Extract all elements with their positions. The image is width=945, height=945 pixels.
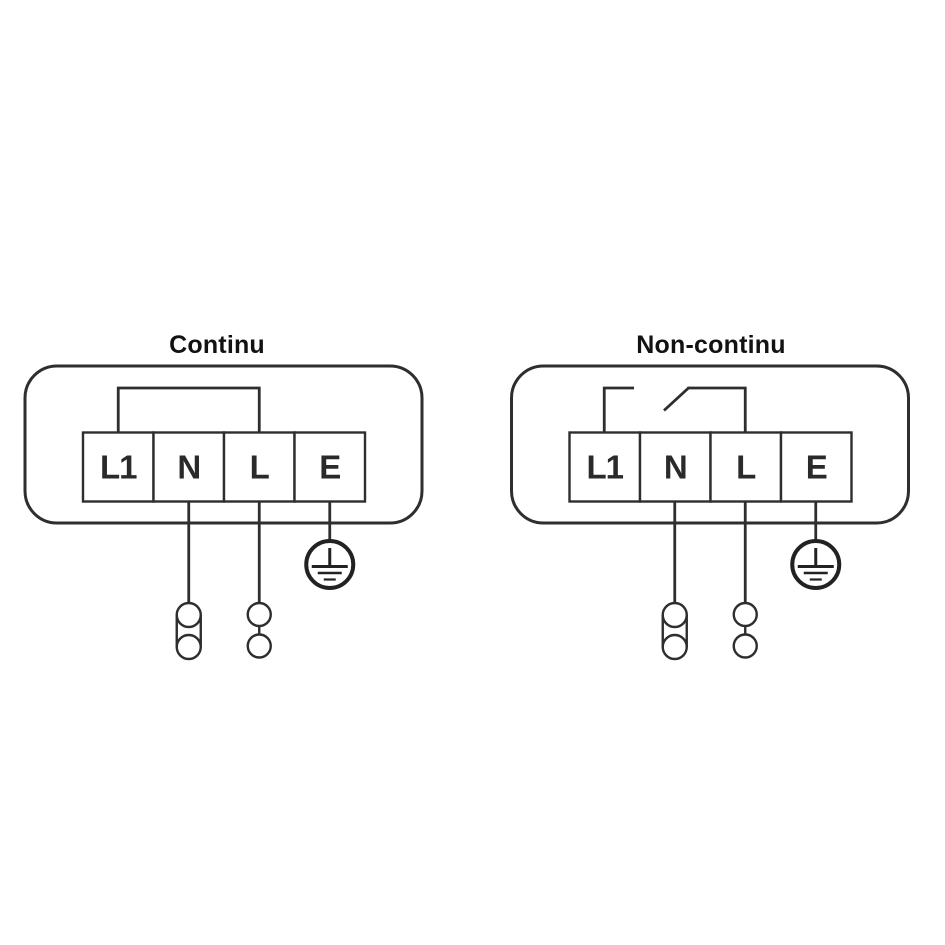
diagram-title-continu: Continu (169, 331, 265, 359)
neutral-connector-icon (175, 601, 202, 661)
jumper-wire-closed (116, 386, 261, 433)
line-connector-icon (732, 601, 758, 659)
terminal-label-n: N (177, 449, 200, 486)
terminal-label-e: E (319, 449, 340, 486)
terminal-label-n: N (664, 449, 687, 486)
switch-blade (663, 386, 690, 412)
terminal-box-e (779, 431, 853, 503)
terminal-label-l1: L1 (100, 449, 137, 486)
terminal-label-l: L (250, 449, 270, 486)
device-enclosure (510, 364, 910, 525)
line-connector-icon (246, 601, 272, 659)
terminal-box-e (293, 431, 367, 503)
terminal-row: L1 N L E (81, 431, 367, 503)
earth-ground-icon (304, 539, 356, 590)
terminal-label-l: L (736, 449, 756, 486)
terminal-label-l1: L1 (586, 449, 623, 486)
terminal-box-n (638, 431, 712, 503)
device-enclosure (23, 364, 424, 525)
terminal-box-l1 (568, 431, 642, 503)
terminal-row: L1 N L E (568, 431, 853, 503)
diagram-continu: L1 N L E (23, 364, 424, 661)
terminal-label-e: E (806, 449, 827, 486)
neutral-connector-icon (661, 601, 688, 661)
switch-jumper-left-segment (602, 386, 634, 433)
switch-jumper-right-segment (687, 386, 747, 433)
terminal-box-l (709, 431, 783, 503)
diagram-non-continu: L1 N L E (510, 364, 910, 661)
earth-ground-icon (790, 539, 842, 590)
diagram-title-non-continu: Non-continu (636, 331, 786, 359)
terminal-box-l (222, 431, 296, 503)
